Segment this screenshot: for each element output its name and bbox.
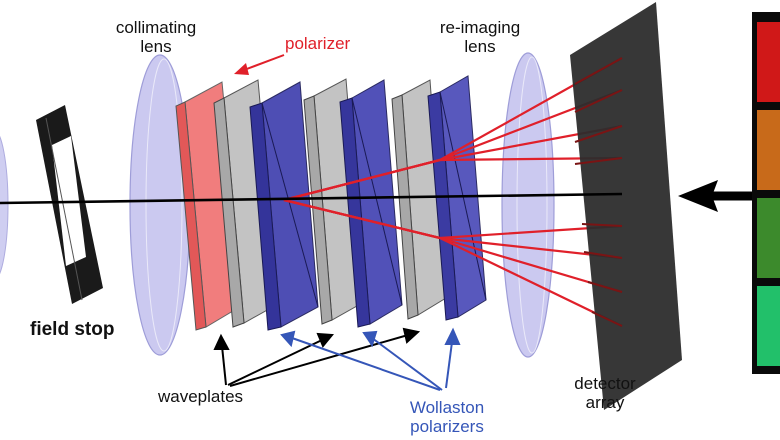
teal-thumbnail xyxy=(757,286,780,366)
split-beams xyxy=(283,57,623,327)
polarizer-label: polarizer xyxy=(285,34,351,53)
detector-array-label-line1: detector xyxy=(574,374,636,393)
field-stop xyxy=(36,105,103,304)
optical-axis xyxy=(0,192,623,205)
detector-array-label-line2: array xyxy=(585,393,625,412)
reimaging-lens xyxy=(501,52,555,358)
reimaging-lens-label: re-imaging lens xyxy=(430,18,530,56)
waveplates-label: waveplates xyxy=(158,387,244,406)
collimating-lens-label-line2: lens xyxy=(140,37,172,56)
detector-array-label: detector array xyxy=(560,374,650,412)
detector-array xyxy=(570,2,682,410)
incoming-light-arrow xyxy=(678,180,760,212)
reimaging-lens-label-line1: re-imaging xyxy=(439,18,521,37)
reimaging-lens-label-line2: lens xyxy=(464,37,496,56)
collimating-lens-label: collimating lens xyxy=(96,18,216,56)
wollaston-2 xyxy=(339,79,403,328)
wollaston-label-line1: Wollaston xyxy=(409,398,485,417)
collimating-lens-label-line1: collimating xyxy=(115,18,197,37)
wollaston-pointers xyxy=(280,327,461,391)
partial-lens-left xyxy=(0,135,9,275)
detector-beam-traces xyxy=(574,57,623,327)
collimating-lens xyxy=(129,54,191,356)
green-thumbnail xyxy=(757,198,780,278)
field-stop-label: field stop xyxy=(30,319,115,340)
wollaston-label-line2: polarizers xyxy=(410,417,484,436)
waveplate-2 xyxy=(303,78,365,325)
waveplate-pointers xyxy=(213,327,421,387)
thumbnail-strip xyxy=(752,12,780,374)
orange-thumbnail xyxy=(757,110,780,190)
red-thumbnail xyxy=(757,22,780,102)
wollaston-label: Wollaston polarizers xyxy=(392,398,502,436)
wollaston-1 xyxy=(249,81,319,331)
polarizer-pointer xyxy=(234,54,285,75)
